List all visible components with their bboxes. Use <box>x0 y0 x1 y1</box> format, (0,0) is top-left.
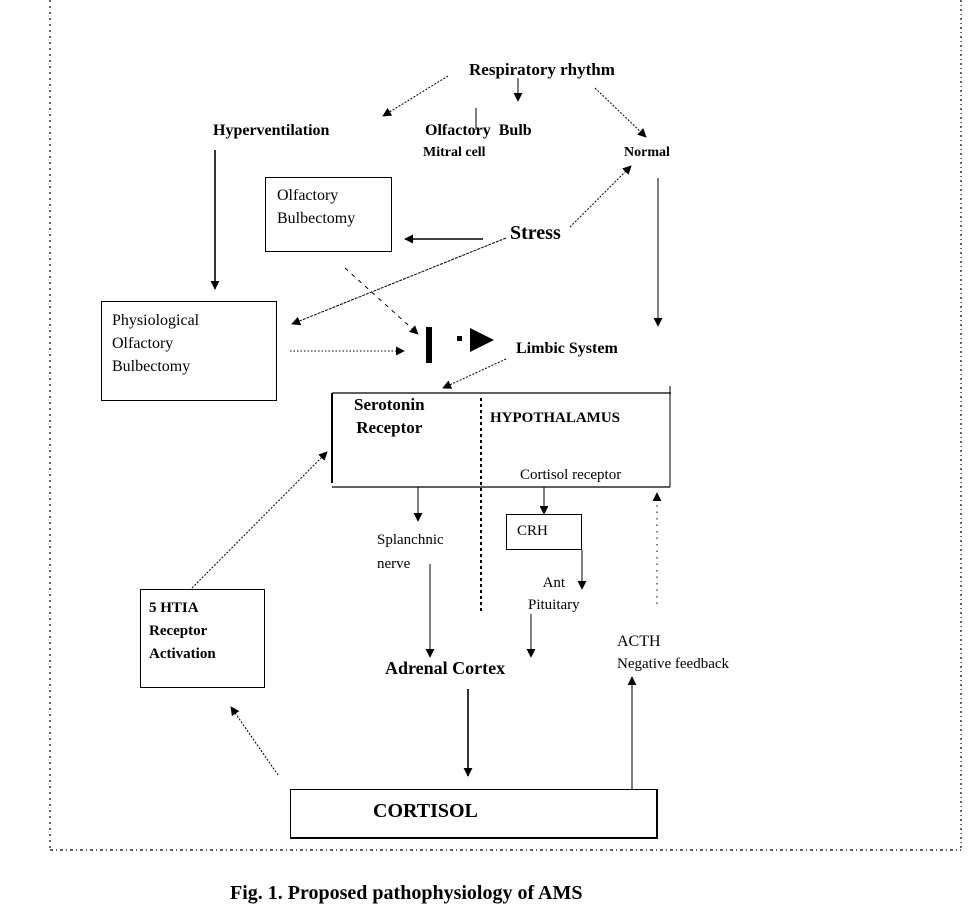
node-olfactory-bulbectomy: Olfactory Bulbectomy <box>277 187 356 227</box>
node-ant-pituitary: Ant Pituitary <box>528 575 580 613</box>
node-stress: Stress <box>510 222 561 244</box>
edge-stress-to-physiological-bulbectomy <box>291 237 507 326</box>
edge-limbic-to-hypothalamus <box>442 358 507 389</box>
node-hyperventilation: Hyperventilation <box>213 122 330 139</box>
hypothalamus-box-border <box>331 386 671 488</box>
cortisol-box: CORTISOL <box>290 789 658 839</box>
node-cortisol-receptor: Cortisol receptor <box>520 467 622 483</box>
node-splanchnic-nerve: Splanchnic nerve <box>377 532 444 572</box>
node-negative-feedback: Negative feedback <box>617 656 730 672</box>
edge-respiratory-to-normal <box>594 87 647 138</box>
node-normal: Normal <box>624 145 670 160</box>
node-crh: CRH <box>517 523 548 539</box>
node-limbic-system: Limbic System <box>516 340 618 357</box>
node-serotonin-receptor: Serotonin Receptor <box>354 395 425 437</box>
edge-olfactory-bulbectomy-to-block <box>344 267 419 335</box>
block-arrowhead <box>470 328 494 352</box>
olfactory-bulbectomy-box: Olfactory Bulbectomy <box>265 177 392 252</box>
node-respiratory-rhythm: Respiratory rhythm <box>469 60 615 79</box>
node-adrenal-cortex: Adrenal Cortex <box>385 658 506 678</box>
edge-cortisol-to-5htia <box>230 706 279 776</box>
node-cortisol: CORTISOL <box>373 800 478 822</box>
block-bar <box>426 327 432 363</box>
physiological-olfactory-bulbectomy-box: Physiological Olfactory Bulbectomy <box>101 301 277 401</box>
node-olfactory-bulb: Olfactory Bulb <box>425 122 532 139</box>
crh-box: CRH <box>506 514 582 550</box>
5htia-box: 5 HTIA Receptor Activation <box>140 589 265 688</box>
figure-frame <box>49 0 962 851</box>
node-physiological-olfactory-bulbectomy: Physiological Olfactory Bulbectomy <box>112 312 200 375</box>
node-hypothalamus: HYPOTHALAMUS <box>490 410 621 426</box>
edge-stress-to-normal <box>569 165 632 228</box>
figure-caption: Fig. 1. Proposed pathophysiology of AMS <box>230 882 583 904</box>
node-5htia-receptor-activation: 5 HTIA Receptor Activation <box>149 600 216 662</box>
edge-respiratory-to-hyperventilation <box>382 75 449 117</box>
node-acth: ACTH <box>617 633 661 650</box>
block-dot <box>457 336 462 341</box>
edge-5htia-to-serotonin <box>191 451 328 589</box>
node-mitral-cell: Mitral cell <box>423 145 486 160</box>
